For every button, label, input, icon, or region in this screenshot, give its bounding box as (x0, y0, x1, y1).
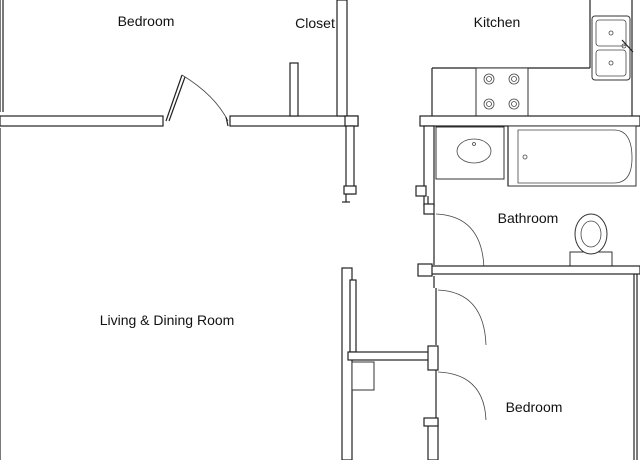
bathroom-door-icon (433, 213, 485, 269)
closet-stub-wall (289, 62, 299, 117)
label-living-dining: Living & Dining Room (100, 312, 235, 328)
bedroom-door-lower-icon (435, 370, 487, 421)
label-bathroom: Bathroom (498, 210, 559, 226)
center-wall-upper (336, 0, 359, 203)
bathroom-south-wall (417, 263, 640, 288)
bedroom-door-upper-icon (435, 288, 487, 346)
closet-shelf-box (351, 361, 375, 391)
bedroom-lower-west-wall (423, 417, 439, 461)
label-bedroom-top: Bedroom (118, 13, 175, 29)
stove-icon (475, 67, 529, 117)
label-kitchen: Kitchen (474, 14, 521, 30)
sink-icon (591, 15, 634, 81)
label-closet: Closet (295, 15, 335, 31)
exterior-wall-right (633, 274, 638, 460)
bedroom-south-wall (0, 115, 359, 127)
label-bedroom-bottom: Bedroom (506, 399, 563, 415)
bathtub-icon (507, 125, 637, 187)
bathroom-vanity (435, 126, 505, 180)
toilet-icon (569, 213, 613, 271)
exterior-wall-left (0, 0, 4, 460)
bedroom-top-door (165, 74, 229, 127)
